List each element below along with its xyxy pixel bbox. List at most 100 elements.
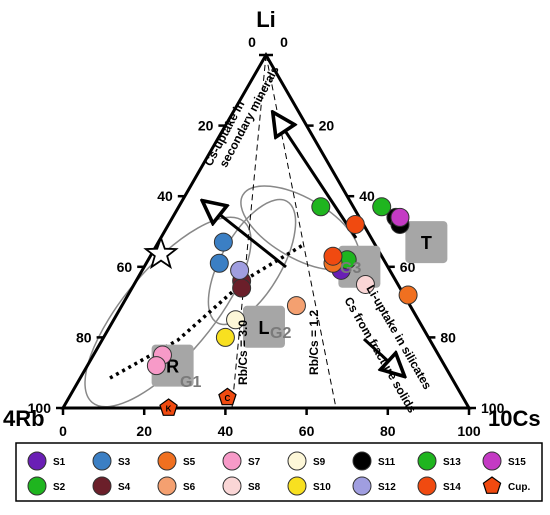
legend-item-s6: S6 — [157, 476, 196, 496]
star-marker — [143, 235, 179, 270]
trend-arrows — [204, 114, 403, 375]
legend-swatch — [27, 476, 47, 496]
arrow-cs-uptake — [204, 202, 287, 269]
legend-item-s10: S10 — [287, 476, 331, 496]
tick-label-bottom: 40 — [218, 423, 234, 439]
composition-box-t: T — [405, 221, 448, 264]
point-s6 — [286, 296, 306, 316]
point-s14 — [323, 246, 343, 266]
legend-item-s2: S2 — [27, 476, 66, 496]
arrow-cs-fracture — [362, 337, 403, 375]
ternary-triangle — [60, 51, 472, 410]
tick-label-left: 40 — [157, 188, 173, 204]
tick-label-left: 100 — [28, 400, 52, 416]
point-s8 — [355, 274, 375, 294]
legend-item-s13: S13 — [417, 451, 461, 471]
legend-swatch — [287, 451, 307, 471]
point-s3 — [209, 253, 229, 273]
composition-box-rect — [242, 305, 285, 348]
arrow-li-uptake — [274, 114, 358, 239]
legend-label: S1 — [53, 457, 66, 468]
point-s5 — [398, 285, 418, 305]
rbcs-1-2-label: Rb/Cs = 1.2 — [307, 310, 321, 375]
legend-label: S15 — [508, 457, 526, 468]
legend-label: S10 — [313, 482, 331, 493]
data-points: KC — [146, 197, 418, 416]
legend-swatch — [482, 451, 502, 471]
legend-item-s3: S3 — [92, 451, 131, 471]
legend-item-s15: S15 — [482, 451, 526, 471]
tick-label-right: 80 — [440, 329, 456, 345]
tick-label-bottom: 0 — [59, 423, 67, 439]
legend-label: Cup. — [508, 482, 530, 493]
legend-swatch — [482, 476, 502, 494]
composition-box-label: L — [258, 318, 269, 338]
legend-item-cup: Cup. — [482, 476, 530, 494]
legend-label: S9 — [313, 457, 326, 468]
point-s10 — [215, 327, 235, 347]
annotation-cs-uptake: Cs-uptake in secondary minerals — [201, 57, 282, 175]
rbcs-3-label: Rb/Cs = 3.0 — [236, 320, 250, 385]
tick-label-apex-right: 0 — [280, 34, 288, 50]
legend-swatch — [287, 476, 307, 496]
legend-item-s8: S8 — [222, 476, 261, 496]
legend-swatch — [92, 451, 112, 471]
legend-swatch — [417, 476, 437, 496]
legend-item-s1: S1 — [27, 451, 66, 471]
legend-label: S13 — [443, 457, 461, 468]
legend-label: S2 — [53, 482, 66, 493]
legend-item-s9: S9 — [287, 451, 326, 471]
vertex-4rb: 4Rb — [3, 406, 45, 431]
reference-lines — [231, 54, 337, 409]
point-cup-label: C — [225, 394, 231, 403]
tick-label-bottom: 80 — [380, 423, 396, 439]
group-g3-label: G3 — [340, 260, 361, 277]
legend-item-s4: S4 — [92, 476, 131, 496]
legend-swatch — [222, 451, 242, 471]
legend-label: S14 — [443, 482, 461, 493]
legend-swatch — [27, 451, 47, 471]
composition-box-l: L — [242, 305, 285, 348]
composition-box-label: T — [421, 233, 432, 253]
point-cup-label: K — [166, 405, 172, 414]
point-cup — [159, 398, 178, 416]
tick-label-apex-left: 0 — [248, 34, 256, 50]
composition-box-label: R — [166, 357, 179, 377]
rbcs-1-2-line — [265, 54, 337, 409]
legend-swatch — [92, 476, 112, 496]
point-s15 — [390, 207, 410, 227]
legend-swatch — [157, 476, 177, 496]
legend-label: S6 — [183, 482, 196, 493]
legend-swatch — [352, 451, 372, 471]
tick-label-left: 80 — [76, 329, 92, 345]
point-s4 — [232, 278, 252, 298]
legend-item-s11: S11 — [352, 451, 396, 471]
point-s9 — [226, 310, 246, 330]
composition-box-rect — [405, 221, 448, 264]
legend-swatch — [417, 451, 437, 471]
legend-label: S3 — [118, 457, 131, 468]
rbcs-3-line — [231, 54, 267, 409]
legend-item-s14: S14 — [417, 476, 461, 496]
legend-swatch — [157, 451, 177, 471]
legend-label: S8 — [248, 482, 261, 493]
legend-label: S11 — [378, 457, 396, 468]
legend-item-s7: S7 — [222, 451, 261, 471]
legend-item-s5: S5 — [157, 451, 196, 471]
tick-label-left: 20 — [198, 118, 214, 134]
vertex-li: Li — [256, 7, 276, 32]
point-cup — [218, 387, 237, 406]
point-s3 — [213, 232, 233, 252]
legend-swatch — [222, 476, 242, 496]
vertex-10cs: 10Cs — [488, 406, 541, 431]
point-s14 — [345, 214, 365, 234]
tick-label-right: 40 — [359, 188, 375, 204]
tick-label-right: 100 — [481, 400, 505, 416]
legend-label: S4 — [118, 482, 131, 493]
point-s7 — [146, 356, 166, 376]
tick-label-bottom: 60 — [299, 423, 315, 439]
legend-item-s12: S12 — [352, 476, 396, 496]
